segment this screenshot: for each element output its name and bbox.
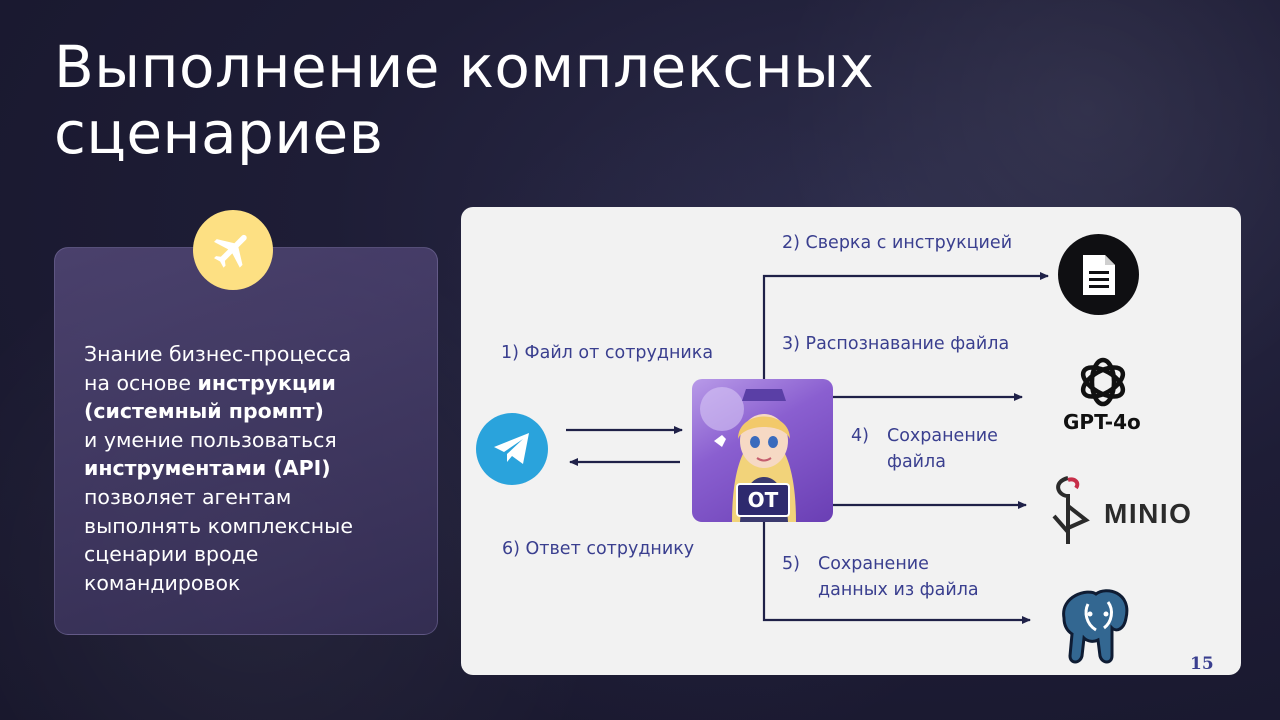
minio-label: MINIO <box>1104 498 1193 529</box>
card-bold: (системный промпт) <box>84 399 324 424</box>
telegram-logo <box>476 413 548 485</box>
openai-icon <box>1080 357 1126 407</box>
step-4-line-1: Сохранение <box>887 426 998 446</box>
step-5-line-1: Сохранение <box>818 554 929 574</box>
step-2-label: 2) Сверка с инструкцией <box>782 233 1013 253</box>
step-3-label: 3) Распознавание файла <box>782 334 1010 354</box>
page-title: Выполнение комплексных сценариев <box>54 34 874 166</box>
airplane-icon <box>214 234 247 268</box>
step-5-number: 5) <box>782 554 800 574</box>
arrow-to-postgres <box>762 522 1031 624</box>
card-description: Знание бизнес-процесса на основе инструк… <box>84 340 424 597</box>
step-4-number: 4) <box>851 426 869 446</box>
page-number: 15 <box>1190 654 1214 674</box>
document-icon <box>1082 254 1115 295</box>
step-6-label: 6) Ответ сотруднику <box>502 539 695 559</box>
avatar-badge: ОТ <box>736 483 790 517</box>
card-line: Знание бизнес-процесса <box>84 342 352 366</box>
agent-avatar: ОТ <box>692 379 833 522</box>
telegram-icon <box>494 433 529 464</box>
airplane-icon <box>714 435 726 447</box>
minio-icon <box>1052 476 1090 544</box>
gpt-label: GPT-4o <box>1063 410 1141 434</box>
step-1-label: 1) Файл от сотрудника <box>501 343 714 363</box>
card-line: на основе <box>84 370 198 395</box>
title-line-1: Выполнение комплексных <box>54 33 875 101</box>
bus-line <box>762 272 1049 379</box>
card-line: сценарии вроде <box>84 542 259 567</box>
info-card <box>54 247 438 635</box>
instruction-document-logo <box>1058 234 1139 315</box>
postgresql-icon <box>1062 589 1129 664</box>
title-line-2: сценариев <box>54 99 384 167</box>
card-bold: инструментами (API) <box>84 456 331 481</box>
airplane-badge <box>193 210 273 290</box>
card-line: выполнять комплексные <box>84 513 353 538</box>
step-4-line-2: файла <box>887 452 946 472</box>
card-line: командировок <box>84 570 241 595</box>
card-line: позволяет агентам <box>84 484 292 509</box>
step-5-line-2: данных из файла <box>818 580 979 600</box>
card-line: и умение пользоваться <box>84 427 337 452</box>
card-bold: инструкции <box>197 370 336 395</box>
